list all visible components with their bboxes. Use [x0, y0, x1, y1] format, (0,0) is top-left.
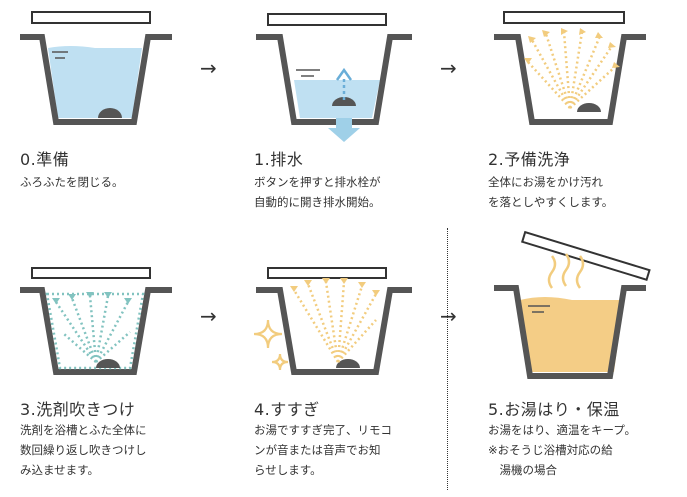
hot-water-fill	[520, 300, 624, 372]
bathtub-detergent-icon	[20, 267, 172, 375]
divider-line	[447, 228, 448, 490]
spray-lines	[292, 281, 378, 363]
step-title: 5.お湯はり・保温	[488, 400, 620, 419]
bathtub-prewash-icon	[494, 11, 646, 125]
step-desc: お湯をはり、適温をキープ。 ※おそうじ浴槽対応の給 湯機の場合	[488, 423, 637, 477]
step-1-drain: 1.排水 ボタンを押すと排水栓が 自動的に開き排水開始。	[244, 0, 444, 209]
spray-lines	[527, 31, 617, 109]
drain-plug	[336, 359, 360, 368]
sparkle-icon	[253, 319, 289, 371]
drain-plug	[96, 359, 120, 368]
step-title: 3.洗剤吹きつけ	[20, 400, 136, 419]
drain-plug	[98, 108, 122, 118]
step-2-prewash: 2.予備洗浄 全体にお湯をかけ汚れ を落としやすくします。	[484, 0, 684, 209]
step-0-prepare: 0.準備 ふろふたを閉じる。	[0, 0, 200, 189]
bathtub-hot-water-icon	[494, 230, 651, 379]
step-desc: 洗剤を浴槽とふた全体に 数回繰り返し吹きつけし み込ませます。	[20, 423, 147, 477]
steam-icon	[547, 253, 585, 289]
water-fill	[48, 48, 142, 118]
spray-lines	[54, 295, 131, 363]
drain-down-arrow-icon	[328, 118, 360, 142]
step-desc: ボタンを押すと排水栓が 自動的に開き排水開始。	[254, 175, 381, 209]
step-4-rinse: 4.すすぎ お湯ですすぎ完了、リモコ ンが音または音声でお知 らせします。	[244, 258, 444, 477]
bathtub-rinse-icon	[253, 267, 412, 375]
flow-arrow: →	[200, 56, 217, 80]
flow-arrow: →	[440, 56, 457, 80]
flow-arrow: →	[200, 304, 217, 328]
step-desc: ふろふたを閉じる。	[20, 175, 124, 189]
step-desc: 全体にお湯をかけ汚れ を落としやすくします。	[488, 175, 614, 209]
step-5-fill-keep-warm: 5.お湯はり・保温 お湯をはり、適温をキープ。 ※おそうじ浴槽対応の給 湯機の場…	[484, 228, 684, 477]
step-desc: お湯ですすぎ完了、リモコ ンが音または音声でお知 らせします。	[254, 423, 392, 477]
flow-arrow: →	[440, 304, 457, 328]
step-title: 2.予備洗浄	[488, 150, 571, 169]
bathtub-draining-icon	[256, 13, 412, 142]
drain-plug	[332, 97, 356, 106]
step-title: 0.準備	[20, 150, 70, 169]
bathtub-covered-icon	[20, 11, 172, 125]
step-title: 4.すすぎ	[254, 400, 320, 419]
step-title: 1.排水	[254, 150, 304, 169]
step-3-detergent-spray: 3.洗剤吹きつけ 洗剤を浴槽とふた全体に 数回繰り返し吹きつけし み込ませます。	[0, 258, 200, 477]
drain-plug	[577, 103, 601, 112]
open-lid	[520, 230, 651, 281]
